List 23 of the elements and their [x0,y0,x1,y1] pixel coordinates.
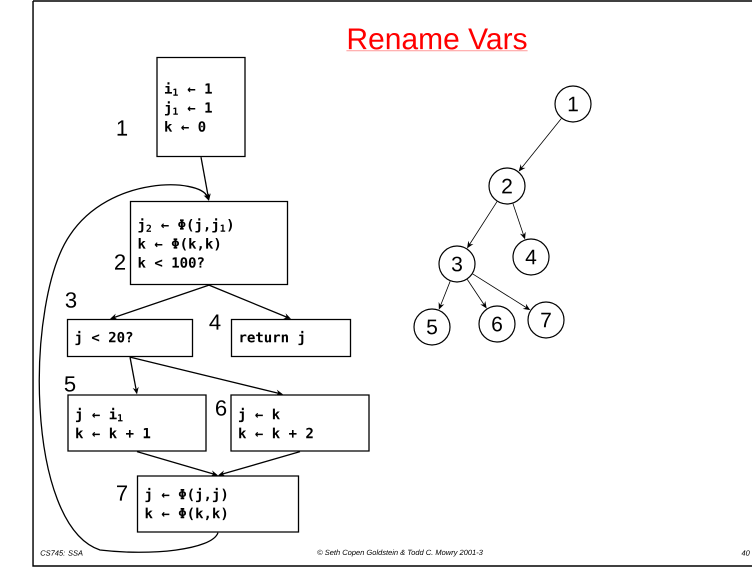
code-block: j ← i$_{1}$ k ← k + 1 [67,394,207,452]
block-number: 4 [209,314,220,330]
block-number: 2 [115,254,126,270]
code-block: return j [230,318,352,358]
arrow [38,184,219,553]
tree-node: 4 [512,238,550,276]
title: Rename Vars [346,28,528,52]
tree-node: 6 [478,305,516,343]
block-number: 3 [66,292,76,308]
code-block: j ← k k ← k + 2 [230,394,370,452]
tree-node: 7 [527,301,565,339]
tree-node: 1 [554,85,592,123]
tree-node: 3 [438,245,476,283]
block-number: 5 [64,376,76,392]
code-block: i$_{1}$ ← 1 j$_{1}$ ← 1 k ← 0 [156,56,246,158]
code-block: j$_{2}$ ← Φ(j,j$_{1}$) k ← Φ(k,k) k < 100? [130,200,288,286]
tree-node: 2 [488,167,526,205]
tree-node: 5 [413,308,451,346]
code-block: j ← Φ(j,j) k ← Φ(k,k) [136,475,300,533]
block-number: 6 [216,400,226,416]
block-number: 7 [117,485,128,501]
code-block: j < 20? [66,318,194,358]
block-number: 1 [118,120,128,136]
